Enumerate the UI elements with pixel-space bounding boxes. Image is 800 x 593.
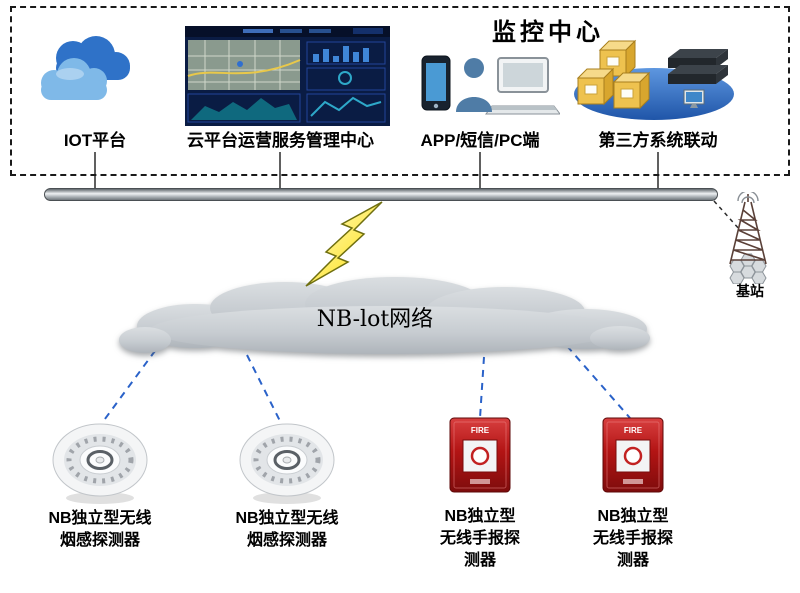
third-party-systems-icon [574, 39, 734, 120]
iot-cloud-icon [41, 36, 130, 100]
wireless-link-line [479, 356, 485, 419]
manual-call-point-icon: FIRE [449, 417, 511, 493]
iot-platform-label: IOT平台 [63, 131, 127, 150]
cloud-platform-label: 云平台运营服务管理中心 [187, 131, 374, 150]
smartphone-icon [421, 55, 451, 111]
laptop-icon [485, 57, 560, 115]
monitoring-center-box [10, 6, 790, 176]
manual-call-point-label: NB独立型 无线手报探 测器 [439, 508, 520, 569]
person-icon [456, 58, 492, 112]
nbiot-network-label: NB-lot网络 [316, 307, 434, 332]
dashboard-screenshot-icon [185, 26, 390, 126]
third-party-label: 第三方系统联动 [598, 131, 718, 150]
manual-call-point-icon: FIRE [602, 417, 664, 493]
wireless-link-line [246, 354, 282, 424]
app-sms-pc-icon [421, 55, 560, 115]
network-bus-bar [44, 188, 718, 201]
smoke-detector-label: NB独立型无线 烟感探测器 [235, 510, 339, 549]
smoke-detector-icon [239, 423, 335, 504]
smoke-detector-icon [52, 423, 148, 504]
fire-panel-text: FIRE [624, 426, 643, 435]
wireless-link-line [566, 345, 631, 419]
smoke-detector-label: NB独立型无线 烟感探测器 [48, 510, 152, 549]
antenna-tower [729, 194, 767, 265]
app-sms-pc-label: APP/短信/PC端 [420, 131, 540, 150]
nbiot-cloud-icon [119, 277, 650, 354]
fire-panel-text: FIRE [471, 426, 490, 435]
server-stack-icon [668, 49, 728, 84]
lightning-icon [305, 201, 383, 287]
workstation-icon [683, 89, 705, 108]
signal-waves-icon [737, 192, 759, 204]
base-station-label: 基站 [736, 283, 764, 299]
bus-basestation-line [713, 200, 741, 231]
manual-call-point-label: NB独立型 无线手报探 测器 [592, 508, 673, 569]
wireless-link-line [101, 339, 164, 424]
file-boxes-icon [576, 39, 651, 110]
monitoring-center-title: 监控中心 [492, 19, 604, 46]
base-station-icon [729, 192, 767, 284]
